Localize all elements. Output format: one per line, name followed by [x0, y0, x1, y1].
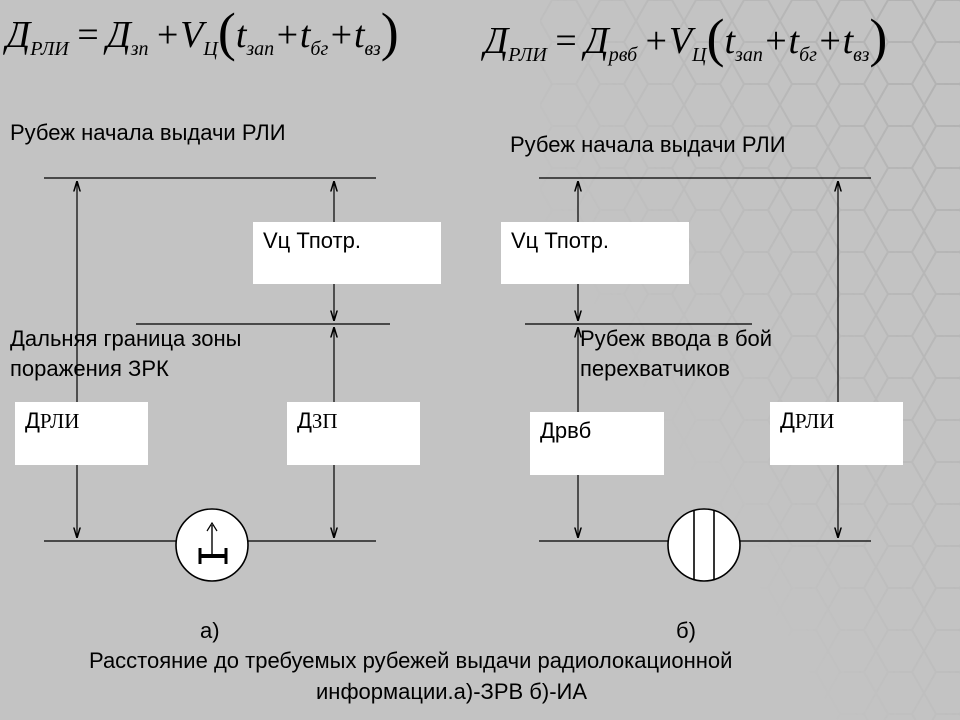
formula-a-d: Д	[6, 14, 31, 56]
formula-a-v: V	[180, 14, 204, 56]
caption-line-2: информации.а)-ЗРВ б)-ИА	[316, 679, 588, 704]
a-left-box-main: Д	[25, 408, 40, 433]
formula-b-lpar: (	[706, 8, 725, 68]
a-right-box: ДЗП	[287, 402, 420, 465]
formula-a-t2-sub: бг	[310, 38, 329, 60]
caption-line-1: Расстояние до требуемых рубежей выдачи р…	[89, 648, 733, 673]
b-caption: б)	[676, 618, 696, 643]
formula-b-d: Д	[484, 20, 509, 62]
formula-a: ДРЛИ=Дзп+VЦ(tзап+tбг+tвз)	[6, 2, 399, 62]
b-vt-box: Vц Тпотр.	[501, 222, 689, 284]
formula-a-t3: t	[353, 14, 365, 56]
b-left-box: Дрвб	[530, 412, 664, 475]
a-right-box-main: Д	[297, 408, 312, 433]
formula-b-plus: +	[643, 20, 669, 62]
b-left-box-text: Дрвб	[540, 418, 592, 443]
formula-b: ДРЛИ=Дрвб+VЦ(tзап+tбг+tвз)	[484, 8, 887, 68]
a-mid-label-2: поражения ЗРК	[10, 356, 169, 381]
formula-b-t3: t	[842, 20, 854, 62]
b-top-label: Рубеж начала выдачи РЛИ	[510, 132, 786, 157]
a-mid-label-1: Дальняя граница зоны	[10, 326, 242, 351]
b-right-box-main: Д	[780, 408, 795, 433]
formula-b-t1: t	[724, 20, 736, 62]
formula-a-d-sub: РЛИ	[30, 38, 69, 60]
b-mid-label-2: перехватчиков	[580, 356, 730, 381]
formula-b-plus2: +	[762, 20, 789, 62]
formula-b-v: V	[668, 20, 693, 62]
interceptor-symbol-icon	[667, 508, 741, 582]
b-right-box-sub: РЛИ	[794, 409, 835, 433]
formula-b-t3-sub: вз	[853, 44, 870, 66]
formula-a-plus2: +	[274, 14, 300, 56]
b-vt-text: Vц Тпотр.	[511, 228, 609, 253]
background-hex-pattern	[540, 0, 960, 720]
formula-a-t3-sub: вз	[364, 38, 381, 60]
a-vt-box: Vц Тпотр.	[253, 222, 441, 284]
formula-a-v-sub: Ц	[203, 38, 218, 60]
formula-b-d2-sub: рвб	[608, 44, 638, 66]
formula-b-d2: Д	[584, 20, 609, 62]
formula-a-plus3: +	[328, 14, 354, 56]
formula-b-t2-sub: бг	[799, 44, 817, 66]
a-top-label: Рубеж начала выдачи РЛИ	[10, 120, 286, 145]
formula-a-plus: +	[154, 14, 181, 56]
formula-a-t1: t	[235, 14, 247, 56]
a-left-box-sub: РЛИ	[39, 409, 80, 433]
formula-a-lpar: (	[217, 2, 236, 62]
a-right-box-sub: ЗП	[311, 409, 338, 433]
formula-a-t2: t	[299, 14, 311, 56]
formula-a-rpar: )	[380, 2, 399, 62]
formula-a-d2-sub: зп	[130, 38, 149, 60]
formula-b-t2: t	[788, 20, 800, 62]
formula-b-d-sub: РЛИ	[508, 44, 547, 66]
a-caption: а)	[200, 618, 220, 643]
b-mid-label-1: Рубеж ввода в бой	[580, 326, 773, 351]
formula-a-d2: Д	[106, 14, 131, 56]
formula-a-t1-sub: зап	[246, 38, 275, 60]
formula-a-eq: =	[74, 14, 101, 56]
a-left-box: ДРЛИ	[15, 402, 148, 465]
formula-b-v-sub: Ц	[692, 44, 707, 66]
formula-b-rpar: )	[869, 8, 888, 68]
formula-b-eq: =	[552, 20, 579, 62]
a-vt-text: Vц Тпотр.	[263, 228, 361, 253]
b-right-box: ДРЛИ	[770, 402, 903, 465]
formula-b-plus3: +	[816, 20, 843, 62]
zrk-symbol-icon	[175, 508, 249, 582]
formula-b-t1-sub: зап	[735, 44, 763, 66]
